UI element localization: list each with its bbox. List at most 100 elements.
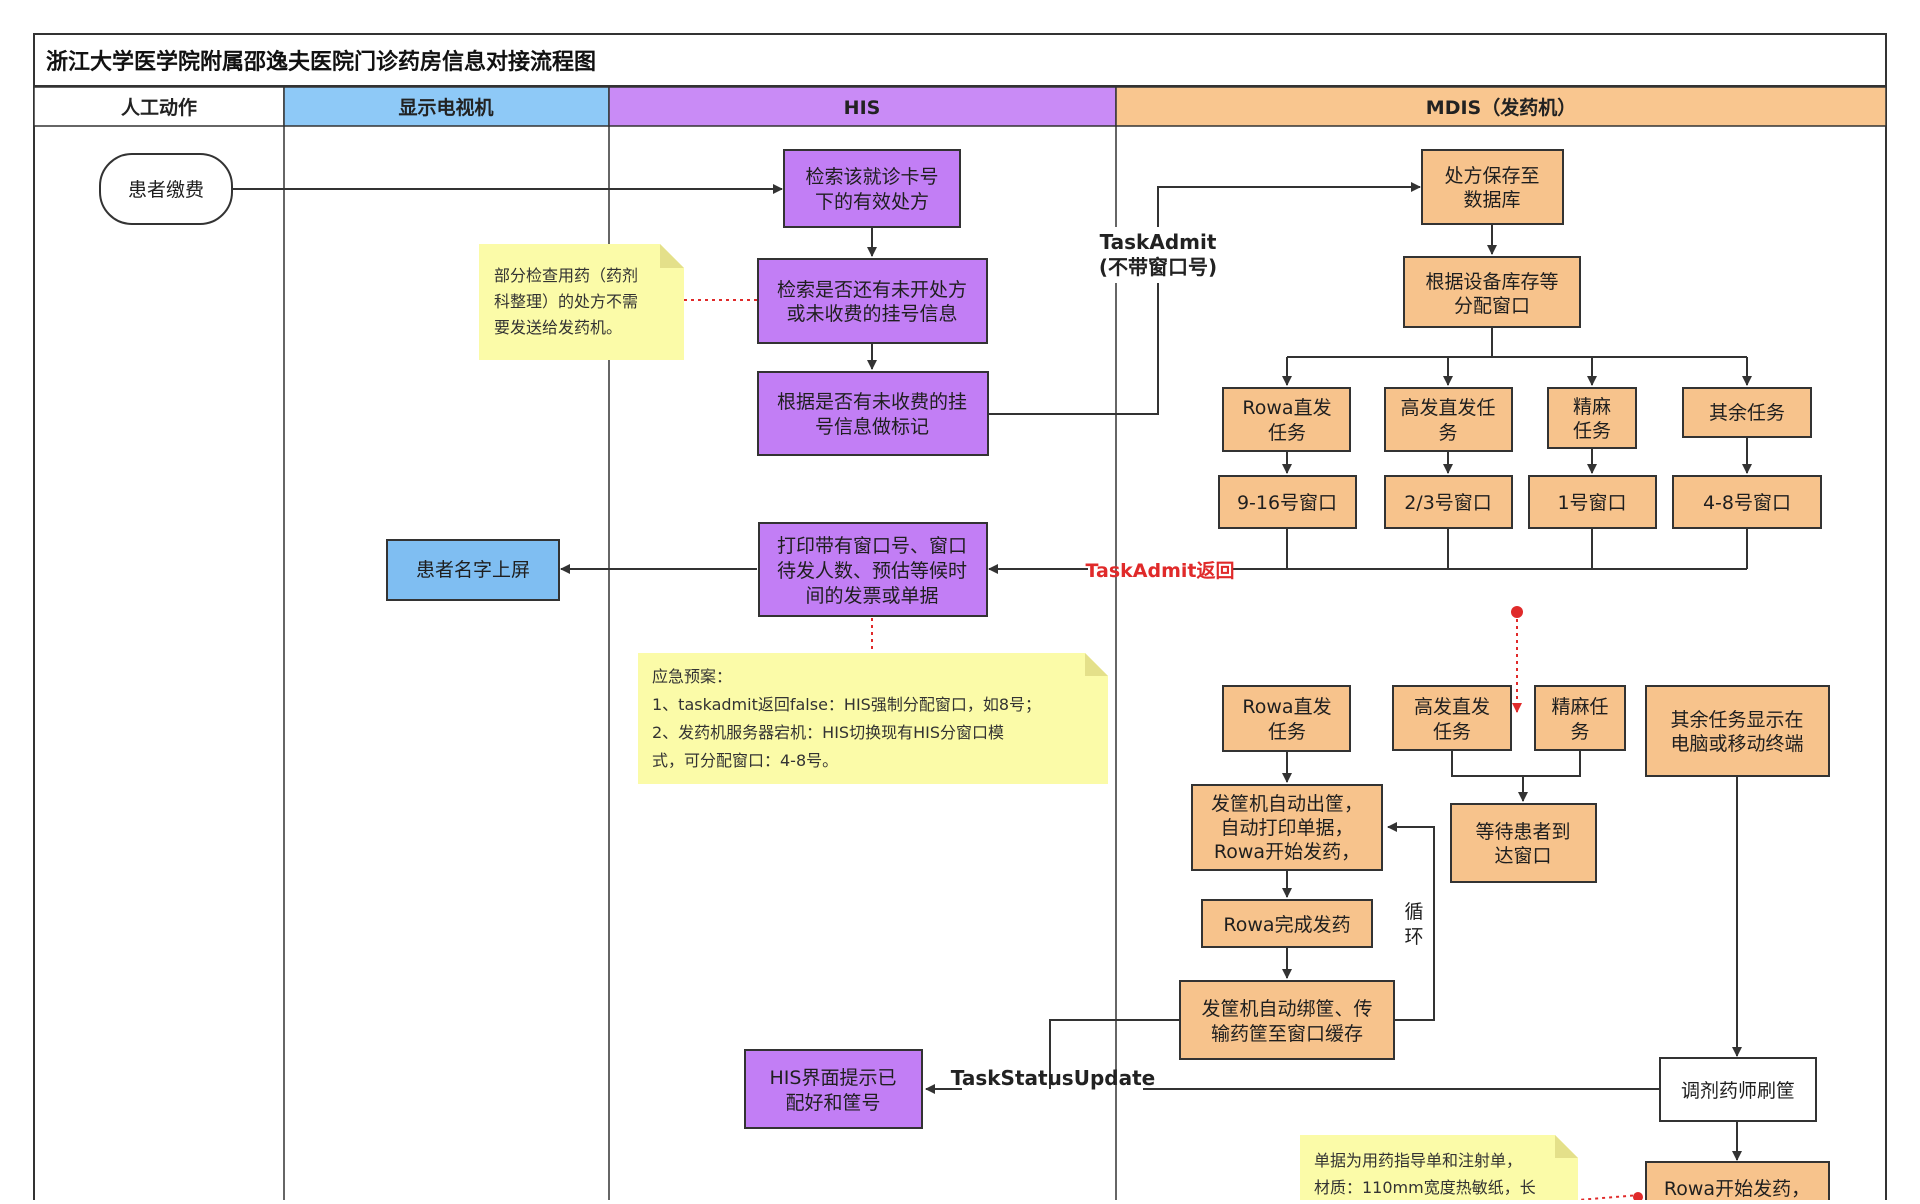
node-label: 或未收费的挂号信息 — [786, 303, 957, 325]
note-fold — [1085, 653, 1108, 676]
node-label: 高发直发 — [1414, 696, 1490, 718]
process-rowa-done — [1201, 899, 1373, 948]
node-label: 任务 — [1433, 721, 1471, 743]
node-label: 处方保存至 — [1444, 165, 1539, 187]
note-link — [1577, 1194, 1641, 1201]
note-line: 应急预案： — [652, 667, 732, 686]
process-window-jingma — [1528, 475, 1657, 529]
node-label: 任务 — [1268, 422, 1306, 444]
node-label: 精麻任 — [1551, 696, 1608, 718]
node-label: 根据设备库存等 — [1425, 271, 1558, 293]
process-task-other — [1682, 387, 1812, 438]
node-label: Rowa直发 — [1242, 397, 1331, 419]
node-label: 调剂药师刷筐 — [1681, 1080, 1795, 1102]
diagram-title: 浙江大学医学院附属邵逸夫医院门诊药房信息对接流程图 — [46, 49, 596, 75]
process-his-search-unpaid — [757, 258, 988, 344]
connector-task-admit — [988, 182, 1421, 415]
note-emergency — [638, 653, 1108, 784]
note-line: 材质：110mm宽度热敏纸，长 — [1314, 1178, 1536, 1197]
diagram-frame — [33, 33, 1887, 1204]
process-his-search-card — [783, 149, 961, 228]
note-line: 式，可分配窗口：4-8号。 — [652, 751, 838, 770]
node-label: 9-16号窗口 — [1237, 492, 1337, 514]
process-task-rowa-2 — [1222, 685, 1351, 752]
process-wait-patient — [1450, 803, 1597, 883]
lane-header-tv — [283, 86, 610, 127]
node-label: 务 — [1570, 721, 1589, 743]
process-mdis-save — [1421, 149, 1564, 225]
process-task-jingma — [1547, 387, 1637, 449]
node-label: 其余任务显示在 — [1670, 709, 1803, 731]
node-label: 2/3号窗口 — [1404, 492, 1492, 514]
node-label: 1号窗口 — [1557, 492, 1626, 514]
connector — [1049, 1019, 1180, 1089]
node-label: 输药筐至窗口缓存 — [1211, 1023, 1363, 1045]
lane-header-manual — [33, 86, 285, 127]
node-label: 务 — [1438, 422, 1457, 444]
process-window-gaofa — [1384, 475, 1513, 529]
node-label: 打印带有窗口号、窗口 — [777, 535, 967, 557]
node-label: 检索该就诊卡号 — [805, 166, 938, 188]
process-his-print — [758, 522, 988, 617]
node-label: 患者名字上屏 — [416, 559, 530, 581]
label-loop: 环 — [1404, 926, 1423, 948]
node-label: 自动打印单据， — [1220, 817, 1353, 839]
note-receipt — [1300, 1135, 1578, 1204]
note-line: 科整理）的处方不需 — [494, 292, 638, 311]
note-line: 2、发药机服务器宕机：HIS切换现有HIS分窗口模 — [652, 723, 1004, 742]
lane-label-manual: 人工动作 — [121, 96, 197, 119]
node-label: 检索是否还有未开处方 — [777, 279, 967, 301]
process-pharmacist — [1659, 1057, 1817, 1122]
node-label: 间的发票或单据 — [805, 585, 938, 607]
node-label: 待发人数、预估等候时 — [777, 560, 967, 582]
process-task-rowa — [1222, 387, 1351, 452]
lane-label-tv: 显示电视机 — [398, 96, 493, 119]
node-label: 电脑或移动终端 — [1670, 733, 1803, 755]
node-label: 达窗口 — [1494, 845, 1551, 867]
node-label: 号信息做标记 — [815, 416, 929, 438]
node-label: HIS界面提示已 — [770, 1067, 897, 1089]
node-label: 下的有效处方 — [815, 191, 929, 213]
node-label: 任务 — [1573, 420, 1611, 442]
process-window-rowa — [1218, 475, 1357, 529]
lane-label-his: HIS — [844, 97, 881, 119]
connector-loop — [1387, 822, 1435, 1021]
process-task-gaofa-2 — [1392, 685, 1512, 751]
node-label: 任务 — [1268, 721, 1306, 743]
node-label: Rowa开始发药， — [1214, 841, 1360, 863]
note-check — [479, 244, 684, 360]
note-fold — [660, 244, 684, 268]
node-label: 高发直发任 — [1400, 397, 1495, 419]
node-label: 等待患者到 — [1475, 821, 1570, 843]
node-label: 4-8号窗口 — [1703, 492, 1791, 514]
process-basket-bind — [1179, 980, 1395, 1060]
lane-label-mdis: MDIS（发药机） — [1426, 96, 1576, 119]
label-loop: 循 — [1404, 901, 1423, 923]
process-his-mark — [757, 371, 989, 456]
node-label: Rowa开始发药， — [1664, 1178, 1810, 1200]
start-node-patient-pay — [99, 153, 233, 225]
process-task-other-2 — [1645, 685, 1830, 777]
label-task-status-update: TaskStatusUpdate — [951, 1066, 1155, 1090]
note-line: 单据为用药指导单和注射单， — [1314, 1151, 1522, 1170]
label-task-admit: TaskAdmit — [1100, 230, 1217, 254]
label-task-admit-sub: (不带窗口号) — [1099, 255, 1217, 279]
note-line: 要发送给发药机。 — [494, 318, 622, 337]
process-tv-screen — [386, 539, 560, 601]
note-fold — [1555, 1135, 1578, 1158]
node-label: Rowa完成发药 — [1223, 914, 1350, 936]
connector — [1451, 750, 1581, 777]
red-dot — [1511, 606, 1523, 618]
process-mdis-allocate — [1403, 256, 1581, 328]
node-label: 患者缴费 — [128, 179, 204, 201]
lane-header-his — [608, 86, 1117, 127]
node-label: 发筐机自动绑筐、传 — [1201, 998, 1372, 1020]
process-basket-auto — [1191, 784, 1383, 871]
process-his-notice — [744, 1049, 923, 1129]
process-task-jingma-2 — [1534, 685, 1626, 751]
node-label: 配好和筐号 — [785, 1092, 880, 1114]
node-label: 发筐机自动出筐， — [1211, 793, 1363, 815]
node-label: 分配窗口 — [1454, 295, 1530, 317]
note-line: 部分检查用药（药剂 — [494, 266, 638, 285]
